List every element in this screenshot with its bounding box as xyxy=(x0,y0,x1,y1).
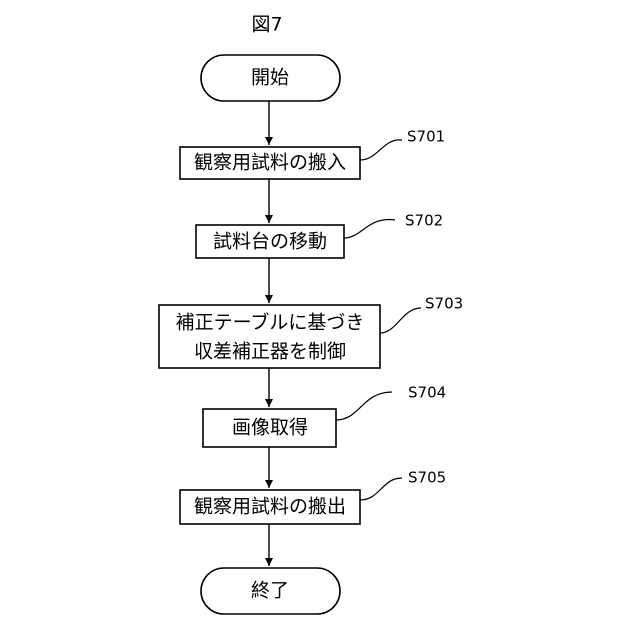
step-leader-line xyxy=(360,140,402,160)
step-id-label: S702 xyxy=(405,212,443,230)
step-s703: 補正テーブルに基づき 収差補正器を制御 S703 xyxy=(159,295,463,369)
step-text: 画像取得 xyxy=(232,417,308,439)
step-s704: 画像取得 S704 xyxy=(203,384,446,448)
step-id-label: S701 xyxy=(407,128,445,146)
step-leader-line xyxy=(360,478,402,500)
step-leader-line xyxy=(336,392,392,420)
step-text-line-2: 収差補正器を制御 xyxy=(194,341,346,363)
step-id-label: S704 xyxy=(408,384,446,402)
step-leader-line xyxy=(344,220,395,238)
step-text-line-1: 補正テーブルに基づき xyxy=(176,311,365,334)
step-leader-line xyxy=(380,308,421,333)
step-text: 試料台の移動 xyxy=(213,231,327,253)
step-text: 観察用試料の搬出 xyxy=(194,496,346,518)
end-terminator: 終了 xyxy=(201,568,340,614)
step-text: 観察用試料の搬入 xyxy=(194,152,346,174)
step-id-label: S705 xyxy=(408,469,446,487)
end-label: 終了 xyxy=(251,580,289,602)
step-s702: 試料台の移動 S702 xyxy=(196,212,443,259)
start-terminator: 開始 xyxy=(201,55,340,101)
step-id-label: S703 xyxy=(425,295,463,313)
step-s701: 観察用試料の搬入 S701 xyxy=(180,128,445,180)
start-label: 開始 xyxy=(251,67,289,89)
step-s705: 観察用試料の搬出 S705 xyxy=(180,469,446,525)
figure-title: 図7 xyxy=(251,14,282,36)
